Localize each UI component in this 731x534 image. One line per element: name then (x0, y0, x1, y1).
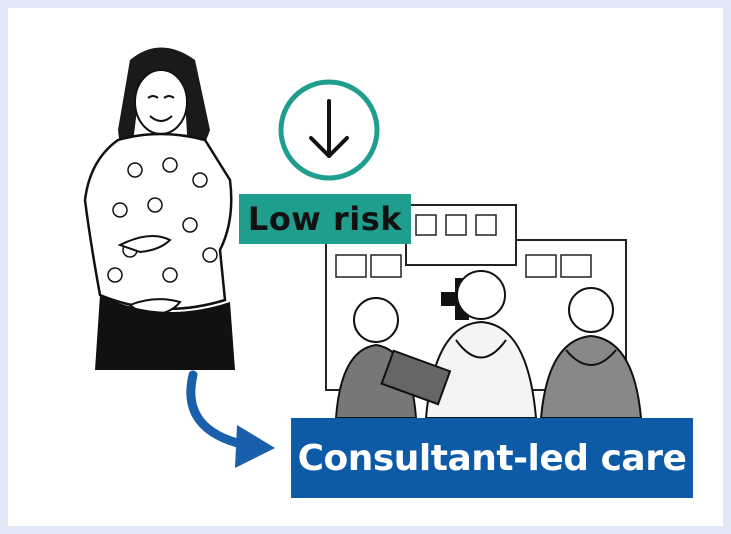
hospital-staff-illustration (325, 204, 643, 418)
low-risk-label: Low risk (247, 200, 403, 238)
pregnant-woman-illustration (83, 47, 235, 370)
consultant-led-care-label: Consultant-led care (297, 437, 687, 479)
low-risk-badge: Low risk (239, 194, 411, 244)
down-arrow-in-circle-icon (278, 79, 380, 181)
consultant-led-care-banner: Consultant-led care (291, 418, 693, 498)
curved-arrow-right-icon (186, 370, 275, 468)
